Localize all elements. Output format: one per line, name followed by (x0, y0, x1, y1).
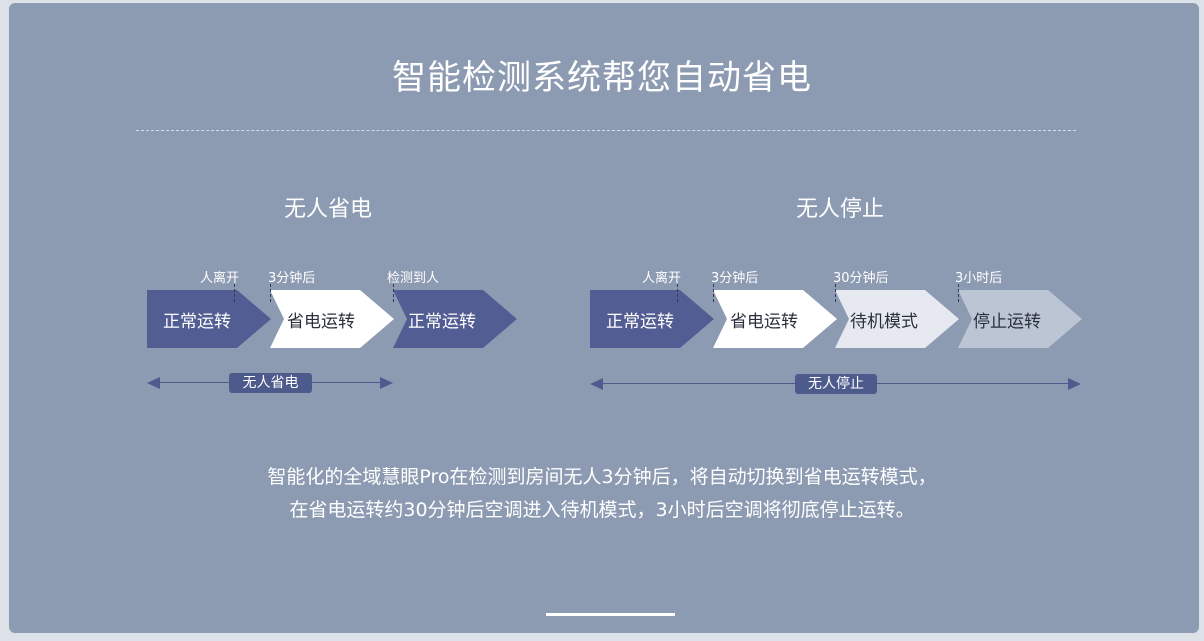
step-marker-label: 人离开 (200, 271, 240, 286)
marker-tick (713, 284, 714, 302)
step-marker-label: 3分钟后 (268, 271, 316, 286)
marker-tick (393, 284, 394, 302)
duration-badge: 无人省电 (229, 373, 312, 393)
marker-tick (677, 284, 678, 302)
duration-badge: 无人停止 (795, 374, 877, 394)
step-label: 正常运转 (408, 311, 476, 332)
step-label: 待机模式 (850, 311, 918, 332)
step-marker-label: 人离开 (642, 271, 682, 286)
step-label: 省电运转 (730, 311, 798, 332)
step-label: 正常运转 (606, 311, 674, 332)
step-label: 正常运转 (163, 311, 231, 332)
arrow-right-icon (1068, 378, 1081, 390)
description-line: 智能化的全域慧眼Pro在检测到房间无人3分钟后，将自动切换到省电运转模式， (267, 466, 937, 488)
step-label: 停止运转 (973, 311, 1041, 332)
marker-tick (234, 284, 235, 302)
title-divider (136, 130, 1076, 131)
marker-tick (270, 284, 271, 302)
step-label: 省电运转 (287, 311, 355, 332)
page-indicator[interactable] (546, 613, 675, 616)
step-marker-label: 3小时后 (955, 271, 1003, 286)
description-line: 在省电运转约30分钟后空调进入待机模式，3小时后空调将彻底停止运转。 (289, 499, 915, 521)
step-marker-label: 检测到人 (387, 271, 440, 286)
marker-tick (958, 284, 959, 302)
step-marker-label: 3分钟后 (711, 271, 759, 286)
arrow-left-icon (590, 378, 603, 390)
page-title: 智能检测系统帮您自动省电 (392, 58, 812, 98)
arrow-left-icon (147, 377, 160, 389)
section-heading: 无人省电 (283, 197, 372, 222)
marker-tick (835, 284, 836, 302)
step-marker-label: 30分钟后 (833, 271, 889, 286)
section-heading: 无人停止 (795, 197, 884, 222)
arrow-right-icon (380, 377, 393, 389)
